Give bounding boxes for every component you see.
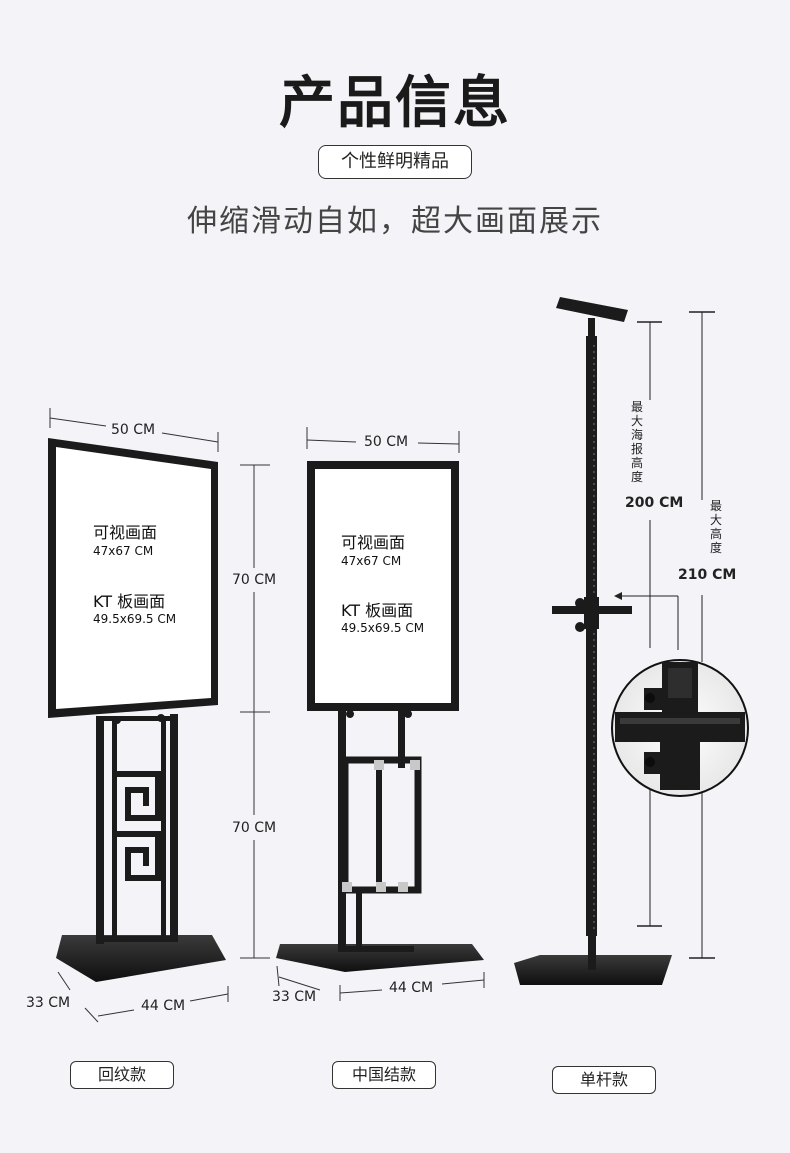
stand-1-kt-title: KT 板画面 — [93, 592, 166, 611]
stand-2-view-area-title: 可视画面 — [341, 533, 406, 552]
stand-3-pole — [586, 336, 597, 936]
stand-1-base-width-label: 44 CM — [141, 998, 186, 1014]
stand-1-lower-height-label: 70 CM — [232, 820, 277, 836]
stand-2-width-label: 50 CM — [364, 434, 409, 450]
model-label-huiwen: 回纹款 — [70, 1061, 174, 1089]
stand-1-base-depth-label: 33 CM — [26, 995, 71, 1011]
stand-2-poster — [315, 469, 451, 703]
model-label-zhongguojie: 中国结款 — [332, 1061, 436, 1089]
stand-3-poster-height-caption: 最大海报高度 — [630, 400, 643, 484]
stand-1-view-area-size: 47x67 CM — [93, 544, 154, 558]
tagline-badge: 个性鲜明精品 — [318, 145, 472, 179]
stand-2-drawing — [276, 427, 485, 1001]
stand-3-detail-zoom — [611, 659, 749, 797]
stand-2-kt-title: KT 板画面 — [341, 601, 414, 620]
stand-3-max-height-caption: 最大高度 — [709, 499, 722, 555]
stand-2-base-width-label: 44 CM — [389, 980, 434, 996]
stand-2-kt-size: 49.5x69.5 CM — [341, 621, 425, 635]
stand-1-drawing — [48, 408, 270, 1023]
page-title: 产品信息 — [279, 71, 511, 136]
stand-2-base-depth-label: 33 CM — [272, 989, 317, 1005]
stand-1-base — [56, 935, 226, 982]
stand-1-width-label: 50 CM — [111, 422, 156, 438]
stand-3-poster-height-value: 200 CM — [625, 495, 684, 511]
stand-1-poster — [56, 447, 211, 709]
stand-3-max-height-value: 210 CM — [678, 567, 737, 583]
stand-1-upper-height-label: 70 CM — [232, 572, 277, 588]
stand-1-view-area-title: 可视画面 — [93, 523, 158, 542]
stand-2-view-area-size: 47x67 CM — [341, 554, 402, 568]
stand-1-kt-size: 49.5x69.5 CM — [93, 612, 177, 626]
stand-3-drawing — [514, 297, 749, 985]
model-label-dangan: 单杆款 — [552, 1066, 656, 1094]
stand-2-base — [276, 944, 484, 972]
stand-3-top-clip — [556, 297, 628, 322]
page-subtitle: 伸缩滑动自如，超大画面展示 — [187, 204, 603, 239]
